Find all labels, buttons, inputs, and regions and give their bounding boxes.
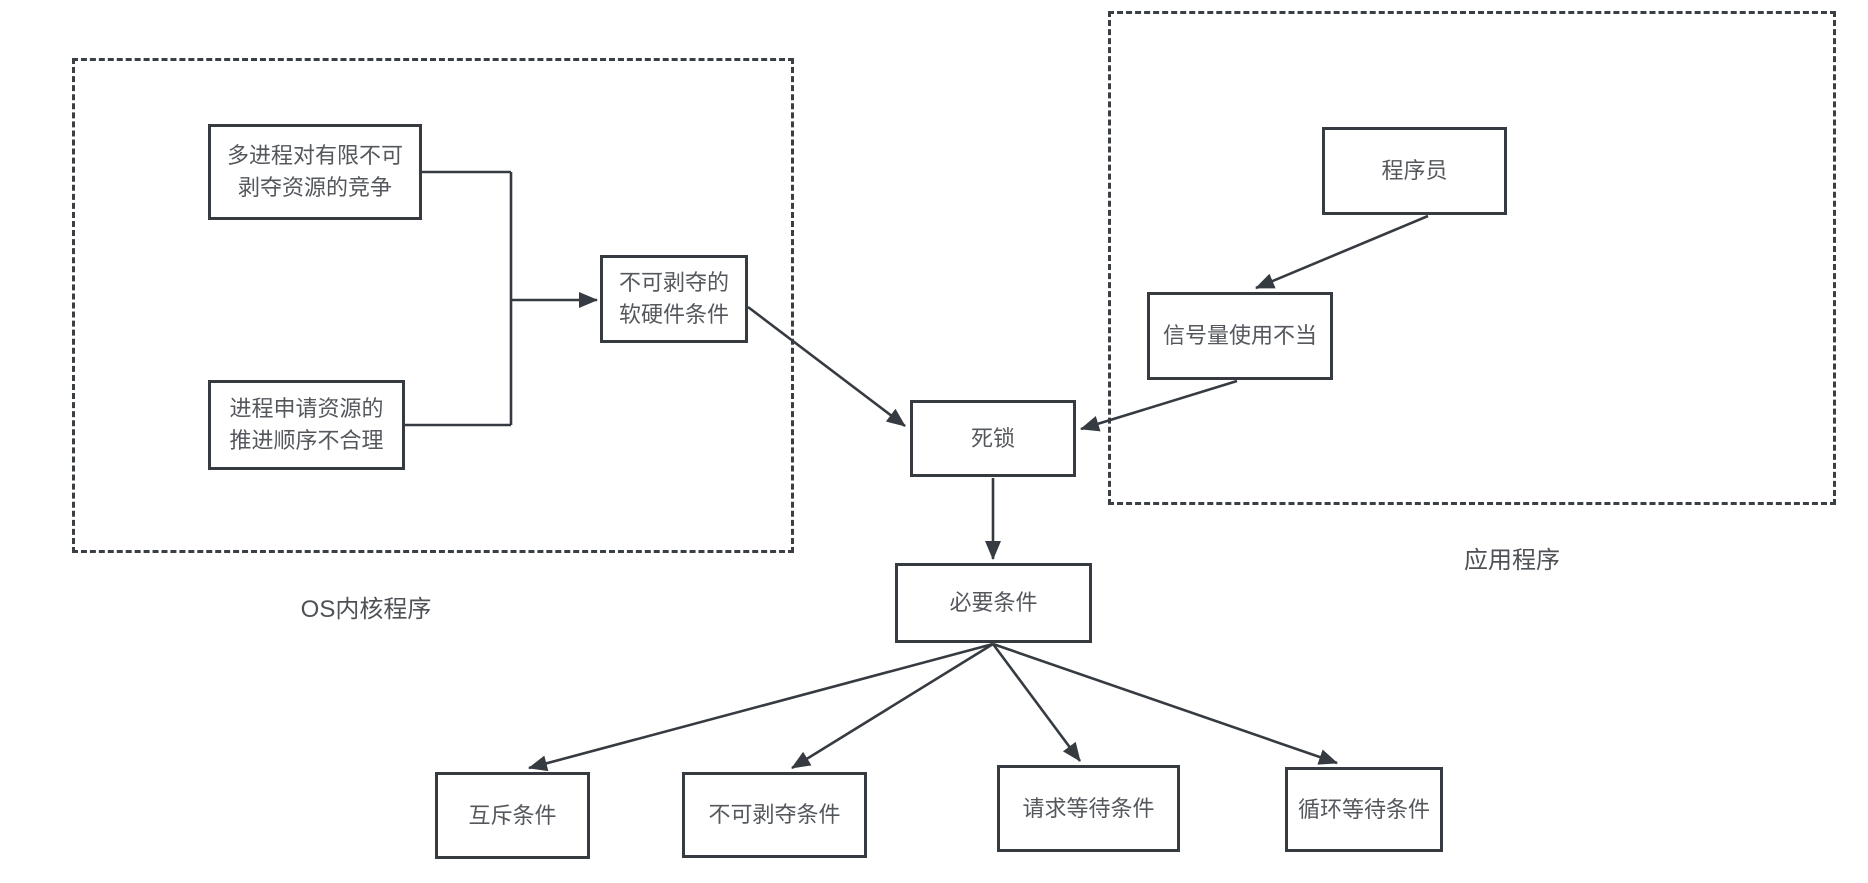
node-necessary-conditions-label: 必要条件	[949, 590, 1038, 616]
node-process-request-order: 进程申请资源的 推进顺序不合理	[208, 380, 405, 470]
node-deadlock: 死锁	[910, 400, 1076, 477]
edge-necessary-to-mutual-exclusion	[528, 642, 994, 772]
edge-necessary-to-request-wait	[991, 643, 1082, 762]
node-mutual-exclusion: 互斥条件	[435, 772, 590, 859]
edge-necessary-to-circular-wait	[992, 642, 1338, 765]
os-kernel-group-label: OS内核程序	[300, 596, 432, 623]
edge-necessary-to-non-preemption	[791, 642, 994, 770]
node-circular-wait-label: 循环等待条件	[1297, 796, 1430, 822]
node-semaphore-misuse-label: 信号量使用不当	[1162, 323, 1317, 349]
node-deadlock-label: 死锁	[970, 425, 1015, 451]
node-non-preemption-label: 不可剥夺条件	[708, 802, 841, 828]
node-process-request-order-label: 进程申请资源的 推进顺序不合理	[229, 396, 384, 453]
node-circular-wait: 循环等待条件	[1285, 767, 1443, 852]
os-kernel-group-frame	[72, 58, 794, 553]
application-group-frame	[1108, 11, 1836, 505]
node-multi-process-competition-label: 多进程对有限不可 剥夺资源的竞争	[226, 143, 403, 200]
node-necessary-conditions: 必要条件	[895, 563, 1092, 643]
node-request-wait-label: 请求等待条件	[1022, 795, 1155, 821]
application-group-label: 应用程序	[1464, 547, 1560, 574]
node-multi-process-competition: 多进程对有限不可 剥夺资源的竞争	[208, 124, 422, 220]
node-programmer-label: 程序员	[1381, 158, 1448, 184]
node-mutual-exclusion-label: 互斥条件	[468, 802, 557, 828]
node-request-wait: 请求等待条件	[997, 765, 1180, 852]
node-nonpreemptible-conditions: 不可剥夺的 软硬件条件	[600, 255, 748, 343]
node-non-preemption: 不可剥夺条件	[682, 772, 867, 858]
node-programmer: 程序员	[1322, 127, 1507, 215]
node-semaphore-misuse: 信号量使用不当	[1147, 292, 1333, 380]
node-nonpreemptible-conditions-label: 不可剥夺的 软硬件条件	[618, 270, 729, 327]
